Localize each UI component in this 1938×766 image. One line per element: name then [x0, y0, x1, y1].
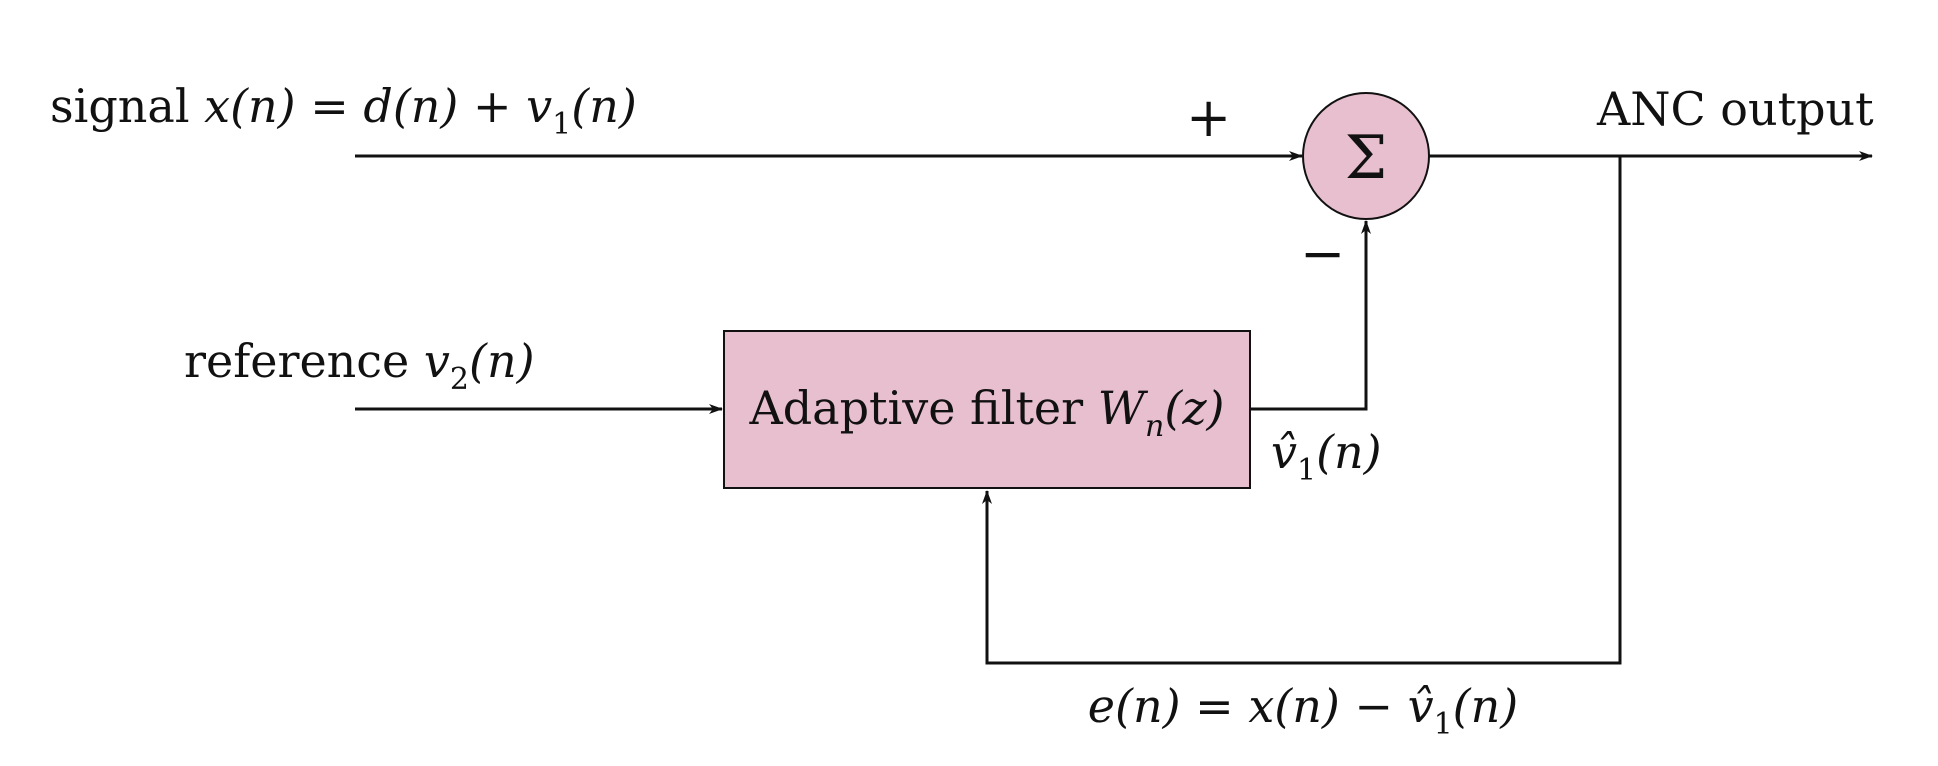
sigma-symbol: Σ [1345, 123, 1387, 193]
error-feedback-arrow [982, 156, 1622, 665]
adaptive-filter-block [723, 330, 1251, 489]
reference-label: reference v2(n) [184, 334, 535, 397]
error-label: e(n) = x(n) − v̂1(n) [1088, 679, 1518, 742]
v1-hat-label: v̂1(n) [1271, 425, 1382, 488]
adaptive-filter-label: Adaptive filter Wn(z) [748, 381, 1224, 444]
plus-sign: + [1186, 86, 1231, 149]
filter-output-arrow [1250, 220, 1371, 411]
minus-sign: − [1300, 222, 1345, 285]
anc-output-label: ANC output [1596, 82, 1874, 136]
signal-label: signal x(n) = d(n) + v1(n) [50, 79, 637, 142]
